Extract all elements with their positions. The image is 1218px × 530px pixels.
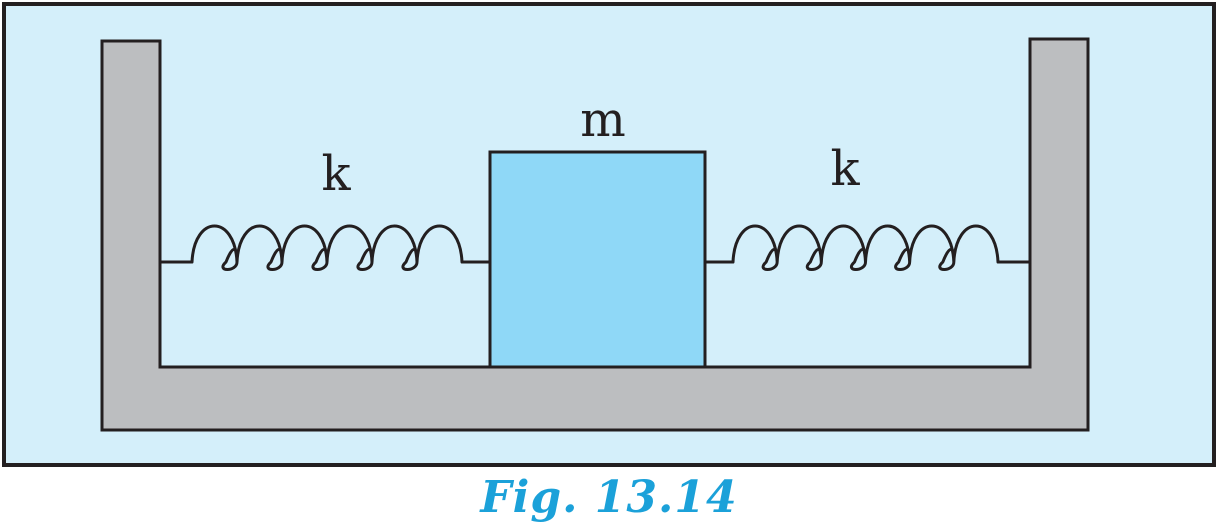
right-spring	[703, 224, 1032, 271]
figure-caption: Fig. 13.14	[480, 472, 738, 523]
mass-block	[488, 150, 707, 369]
right-spring-label: k	[830, 141, 860, 197]
spring-mass-diagram: m k k	[2, 2, 1216, 467]
left-spring-label: k	[321, 146, 351, 202]
mass-label: m	[580, 92, 626, 148]
container-frame	[100, 37, 1090, 432]
left-spring	[158, 224, 492, 271]
